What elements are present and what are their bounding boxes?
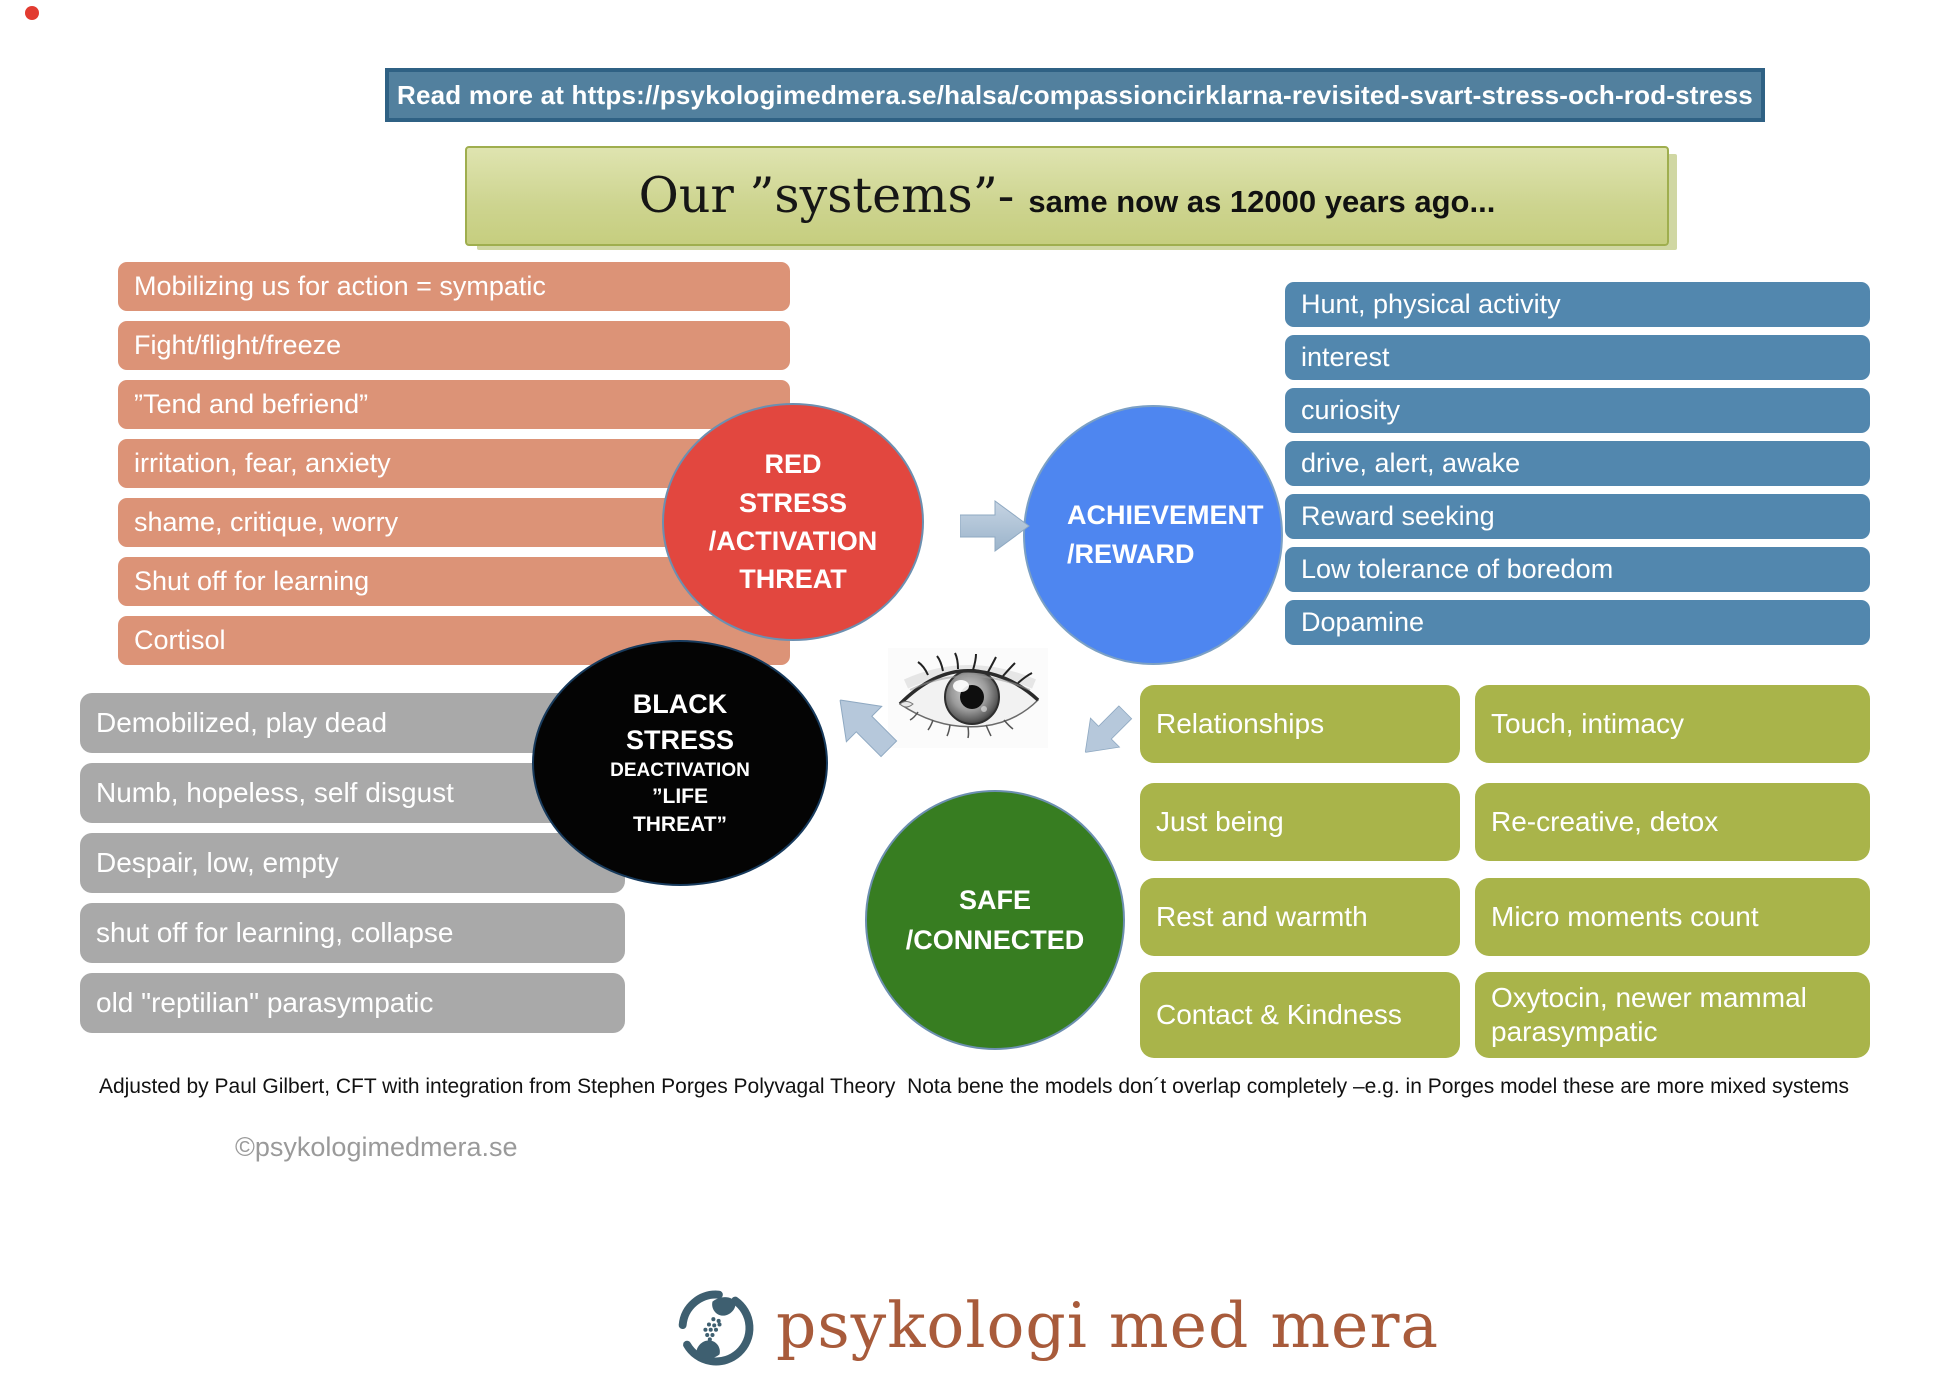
safe-attr-box: Just being bbox=[1140, 783, 1460, 861]
safe-attr-box: Micro moments count bbox=[1475, 878, 1870, 956]
arrow-blue-to-green-icon bbox=[1070, 697, 1144, 771]
black-circle-line: DEACTIVATION bbox=[610, 760, 750, 782]
achievement-attr-box: curiosity bbox=[1285, 388, 1870, 433]
psykologimedmera-logo-text: psykologi med mera bbox=[776, 1289, 1440, 1362]
red-circle-line: THREAT bbox=[739, 564, 847, 595]
safe-attr-box: Re-creative, detox bbox=[1475, 783, 1870, 861]
eye-image bbox=[888, 648, 1048, 748]
blue-circle-line: ACHIEVEMENT bbox=[1067, 499, 1264, 530]
safe-attr-box: Relationships bbox=[1140, 685, 1460, 763]
safe-attr-box: Contact & Kindness bbox=[1140, 972, 1460, 1058]
black-circle-line: ”LIFE bbox=[652, 785, 708, 809]
safe-attr-box: Rest and warmth bbox=[1140, 878, 1460, 956]
red-attr-box: ”Tend and befriend” bbox=[118, 380, 790, 429]
achievement-attr-box: Dopamine bbox=[1285, 600, 1870, 645]
achievement-attr-box: Hunt, physical activity bbox=[1285, 282, 1870, 327]
black-stress-circle: BLACK STRESS DEACTIVATION ”LIFE THREAT” bbox=[532, 640, 828, 886]
copyright-text: ©psykologimedmera.se bbox=[235, 1132, 518, 1162]
black-circle-line: STRESS bbox=[625, 724, 735, 755]
achievement-attr-box: Low tolerance of boredom bbox=[1285, 547, 1870, 592]
red-attr-box: Shut off for learning bbox=[118, 557, 790, 606]
psykologimedmera-logo-icon bbox=[672, 1284, 760, 1372]
black-attr-box: shut off for learning, collapse bbox=[80, 903, 625, 963]
red-attr-box: Mobilizing us for action = sympatic bbox=[118, 262, 790, 311]
red-attr-box: Fight/flight/freeze bbox=[118, 321, 790, 370]
title-subtitle: same now as 12000 years ago... bbox=[1028, 184, 1496, 219]
read-more-banner: Read more at https://psykologimedmera.se… bbox=[385, 68, 1765, 122]
red-circle-line: /ACTIVATION bbox=[708, 526, 878, 556]
black-circle-line: THREAT” bbox=[632, 813, 728, 837]
black-attr-box: Despair, low, empty bbox=[80, 833, 625, 893]
achievement-attr-box: Reward seeking bbox=[1285, 494, 1870, 539]
achievement-attr-box: interest bbox=[1285, 335, 1870, 380]
black-circle-line: BLACK bbox=[632, 689, 728, 720]
red-stress-circle: RED STRESS /ACTIVATION THREAT bbox=[662, 403, 924, 641]
arrow-red-to-blue-icon bbox=[959, 500, 1030, 557]
red-circle-line: STRESS bbox=[738, 487, 848, 518]
arrow-green-to-black-icon bbox=[818, 682, 908, 772]
slide-title-plate: Our ”systems”- same now as 12000 years a… bbox=[465, 146, 1669, 246]
attribution-text: Adjusted by Paul Gilbert, CFT with integ… bbox=[98, 1075, 1850, 1098]
recording-dot-icon bbox=[25, 6, 39, 20]
black-attr-box: old "reptilian" parasympatic bbox=[80, 973, 625, 1033]
red-circle-line: RED bbox=[764, 449, 822, 480]
safe-attr-box: Oxytocin, newer mammal parasympatic bbox=[1475, 972, 1870, 1058]
achievement-attr-box: drive, alert, awake bbox=[1285, 441, 1870, 486]
green-circle-line: SAFE bbox=[958, 884, 1031, 915]
title-main: Our ”systems”- bbox=[638, 167, 1015, 224]
achievement-reward-circle: ACHIEVEMENT /REWARD bbox=[1023, 405, 1283, 665]
safe-attr-box: Touch, intimacy bbox=[1475, 685, 1870, 763]
safe-connected-circle: SAFE /CONNECTED bbox=[865, 790, 1125, 1050]
read-more-url-text: Read more at https://psykologimedmera.se… bbox=[397, 79, 1753, 110]
blue-circle-line: /REWARD bbox=[1067, 539, 1195, 569]
green-circle-line: /CONNECTED bbox=[905, 925, 1085, 955]
